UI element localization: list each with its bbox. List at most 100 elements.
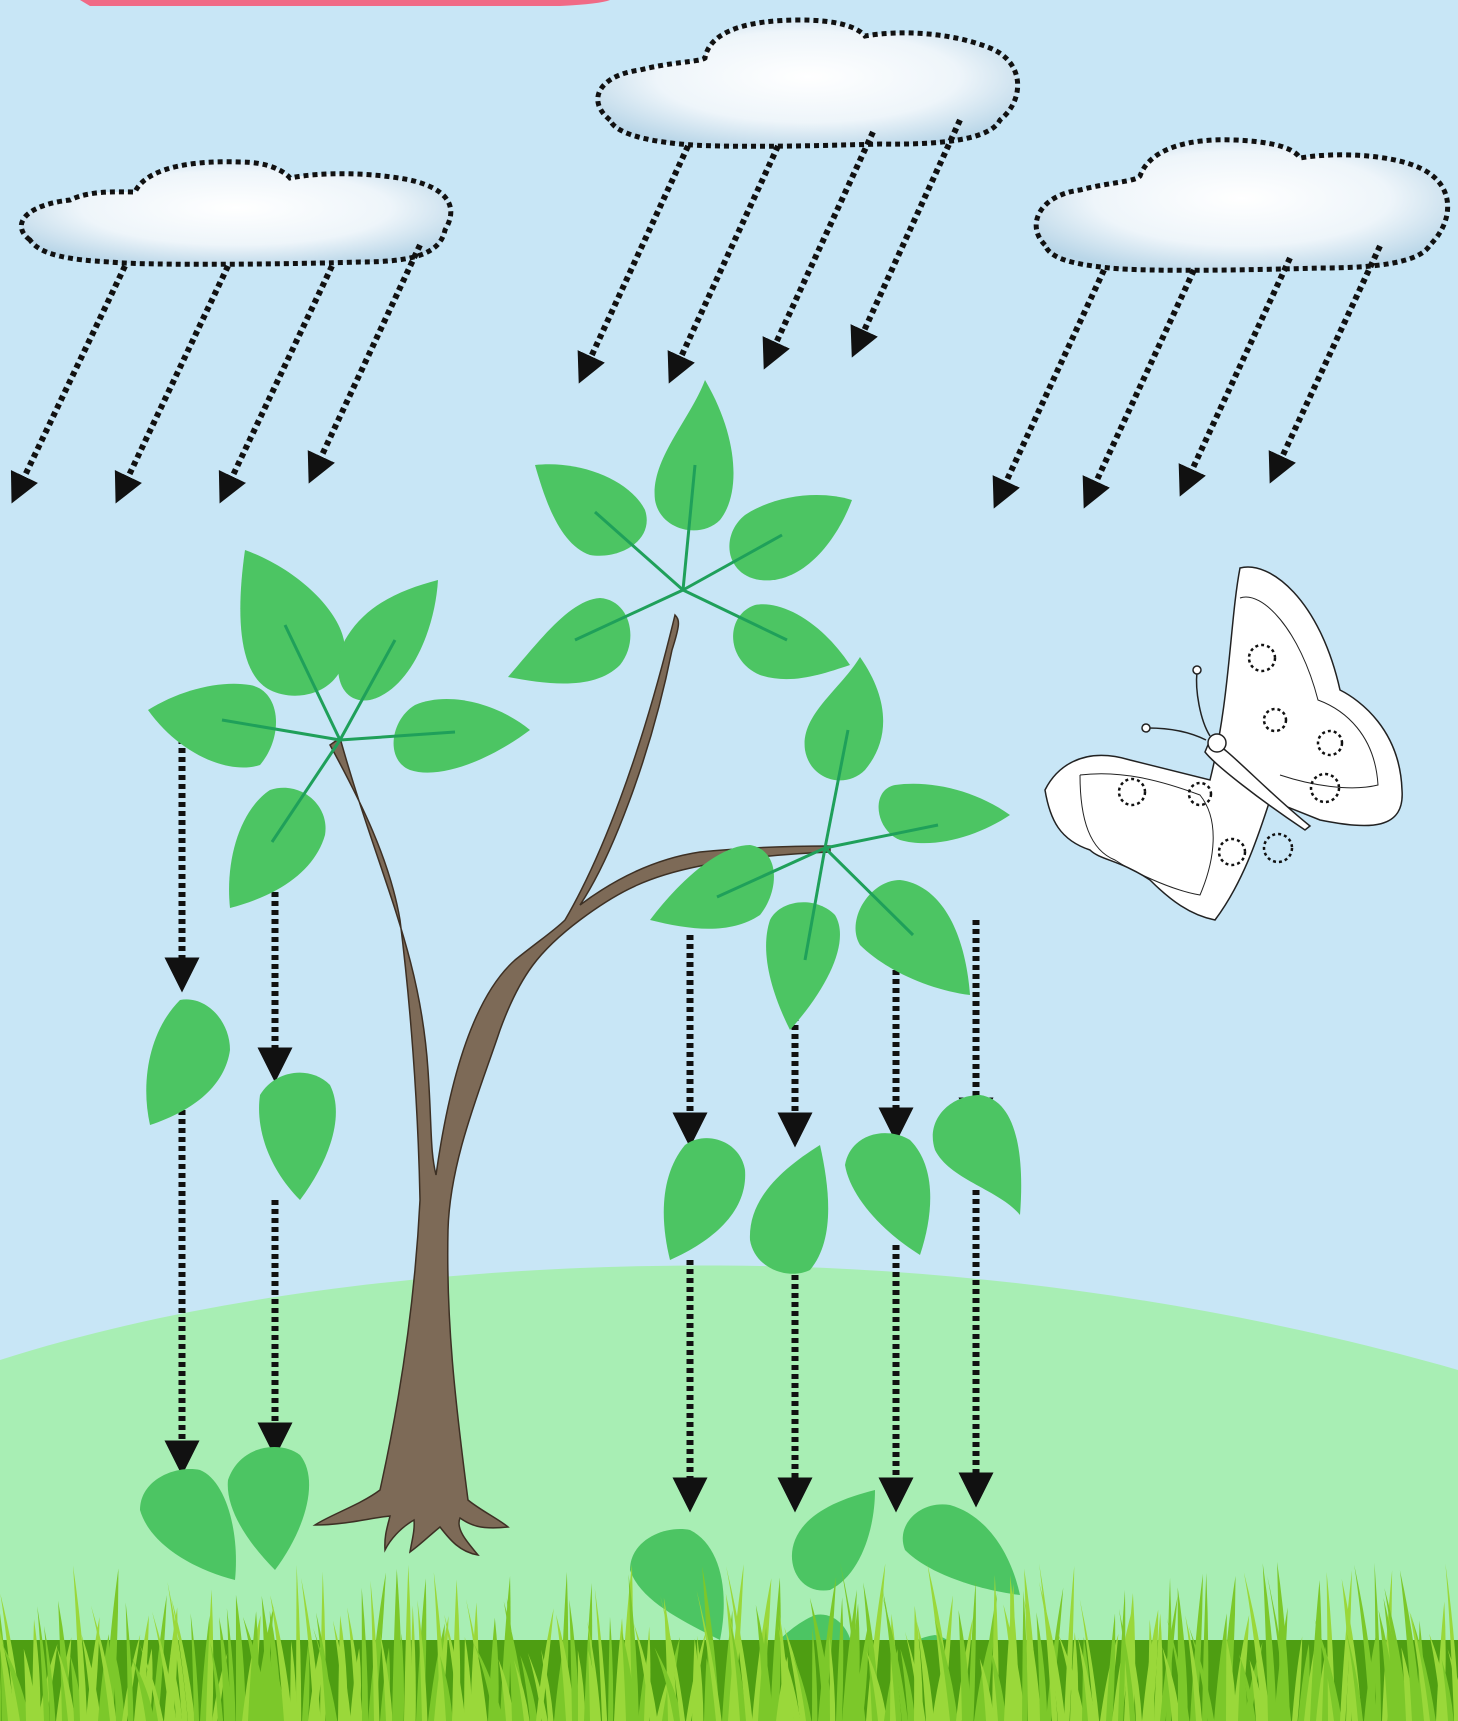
leaf-icon [654,380,734,531]
leaf-icon [766,902,840,1030]
grass-blade [398,1633,405,1721]
grass-blade [56,1647,76,1721]
grass-blade [190,1613,200,1721]
grass-blade [1340,1570,1353,1721]
grass-blade [1399,1570,1422,1721]
grass-blade [628,1574,639,1721]
grass-blade [770,1577,781,1721]
grass-blade [1118,1589,1126,1721]
grass-blade [728,1564,744,1721]
grass-blade [219,1617,232,1721]
butterfly-antenna-tip [1141,723,1151,733]
grass-blade [633,1622,658,1721]
grass-blade [1185,1615,1203,1721]
banner-edge [80,0,610,6]
grass-blade [660,1595,686,1721]
hill [0,1265,1458,1721]
grass-blade [1374,1562,1382,1721]
cloud-icon [1033,137,1451,273]
grass-blade [290,1640,297,1721]
grass-blade [527,1652,548,1721]
leaf-icon [140,1469,236,1580]
grass-blade [904,1631,926,1721]
grass-blade [404,1564,412,1721]
grass-blade [332,1620,351,1721]
grass-blade [410,1605,416,1721]
grass-blade [854,1621,869,1721]
grass-blade [270,1595,293,1721]
grass-blade [347,1607,363,1721]
grass-blade [840,1563,866,1721]
grass-blade [152,1611,177,1721]
grass-blade [170,1654,183,1721]
butterfly-wing-edge [1079,596,1379,896]
grass-blade [134,1615,149,1721]
butterfly-antenna [1147,727,1207,741]
grass-blade [958,1610,972,1721]
grass-blade [1038,1581,1066,1721]
grass-blade [1292,1636,1303,1721]
grass-blade [206,1589,214,1721]
grass-blade [848,1603,860,1721]
grass-blade [37,1606,50,1721]
grass-blade [1064,1565,1075,1721]
leaf-icon [749,1145,829,1274]
grass-blade [1148,1619,1155,1721]
grass-blade [368,1572,386,1721]
grass-blade [934,1619,958,1721]
grass-blade [1154,1613,1163,1721]
butterfly [1044,566,1403,921]
grass-blade [1226,1637,1236,1721]
grass-blade [916,1621,934,1721]
grass-blade [226,1608,236,1721]
grass-blade [1238,1653,1256,1721]
grass-blade [1022,1590,1028,1721]
grass-blade [0,1665,2,1721]
leaf-icon [804,657,884,781]
grass-blade [167,1581,188,1721]
grass-blade [440,1655,453,1721]
leaf-icon [733,604,850,680]
butterfly-body [1204,739,1312,831]
grass-blade [465,1599,488,1721]
grass-blade [755,1604,774,1721]
grass-blade [1124,1593,1136,1721]
grass-blade [608,1616,614,1721]
butterfly-antenna [1195,671,1211,737]
grass-blade [86,1617,100,1721]
grass-blade [464,1636,472,1721]
grass-blade [696,1590,722,1721]
grass-blade [370,1580,380,1721]
cloud-icon [595,17,1021,149]
grass-blade [38,1643,58,1721]
grass-blade [474,1644,504,1721]
leaf-icon [663,1138,746,1260]
leaf-icon [650,845,774,929]
leaf-icon [393,699,530,773]
grass-blade [301,1577,321,1721]
grass-blade [1310,1580,1322,1721]
cloud-right [1033,137,1451,273]
grass-blade [139,1644,164,1721]
grass-blade [1447,1649,1458,1706]
grass-blade [417,1599,428,1721]
cloud-middle [595,17,1021,149]
grass-blade [594,1588,608,1721]
grass-blade [1077,1637,1095,1721]
grass-blade [433,1572,447,1721]
grass-blade [1262,1563,1277,1721]
grass-blade [392,1568,402,1721]
grass-blade [1024,1598,1042,1721]
leaf-icon [508,598,631,684]
grass-blade [1314,1619,1342,1721]
cloud-left [18,159,454,267]
leaf-icon [878,783,1010,844]
grass-blade [654,1647,683,1721]
grass-blade [1267,1576,1292,1721]
leaf-icon [338,580,438,701]
grass-blade [1057,1633,1085,1721]
leaf-icon [259,1072,336,1200]
grass-blade [125,1602,134,1721]
grass-blade [784,1627,809,1721]
